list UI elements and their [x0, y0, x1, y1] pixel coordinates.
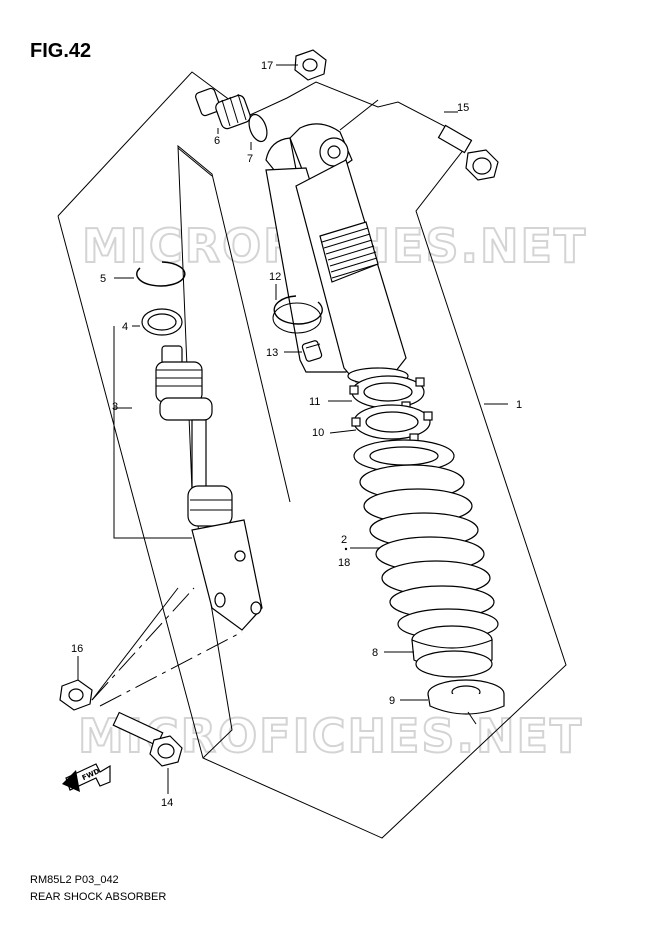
callout-3: 3: [112, 401, 118, 413]
callout-2: 2: [341, 534, 347, 546]
shock-body-part-1: [265, 123, 409, 385]
leader-3-bracket: [113, 326, 192, 539]
callout-8: 8: [372, 647, 378, 659]
callout-10: 10: [312, 427, 324, 439]
ring-nut-part-10: [351, 404, 433, 443]
stopper-part-9: [427, 679, 505, 715]
callout-13: 13: [266, 347, 278, 359]
circlip-part-12: [273, 295, 323, 325]
diagram-code: RM85L2 P03_042: [30, 874, 119, 886]
callout-15: 15: [457, 102, 469, 114]
adjuster-part-6: [195, 87, 251, 130]
circlip-part-12-ring: [272, 302, 322, 334]
alignment-line-1: [91, 587, 195, 701]
ring-part-7: [248, 113, 268, 143]
alignment-line-2: [99, 631, 243, 707]
damper-rod-part-3: [155, 345, 263, 631]
fwd-arrow-icon: FWD: [62, 763, 111, 792]
callout-6: 6: [214, 135, 220, 147]
callout-17: 17: [261, 60, 273, 72]
spring-part-2-18: [353, 439, 499, 640]
leader-9b: [467, 711, 477, 725]
callout-12: 12: [269, 271, 281, 283]
figure-title: FIG.42: [30, 40, 92, 62]
nut-part-16: [59, 679, 93, 711]
bolt-part-15: [437, 124, 499, 181]
callout-4: 4: [122, 321, 128, 333]
diagram-name: REAR SHOCK ABSORBER: [30, 891, 167, 903]
callout-16: 16: [71, 643, 83, 655]
callout-9: 9: [389, 695, 395, 707]
assembly-divider: [177, 144, 291, 759]
callout-dot: [344, 547, 348, 551]
leader-10: [329, 429, 357, 434]
ring-part-4-inner: [147, 313, 177, 331]
valve-part-13: [301, 340, 323, 362]
callout-7: 7: [247, 153, 253, 165]
callout-14: 14: [161, 797, 173, 809]
bolt-part-14: [112, 711, 183, 767]
callout-1: 1: [516, 399, 522, 411]
leader-body-top: [339, 99, 379, 131]
divider-line: [177, 147, 213, 177]
nut-part-17: [294, 49, 327, 81]
callout-5: 5: [100, 273, 106, 285]
callout-11: 11: [309, 396, 320, 408]
alignment-solid: [91, 587, 179, 701]
spring-seat-part-8: [411, 625, 493, 678]
circlip-part-5: [136, 261, 186, 287]
callout-18: 18: [338, 557, 350, 569]
